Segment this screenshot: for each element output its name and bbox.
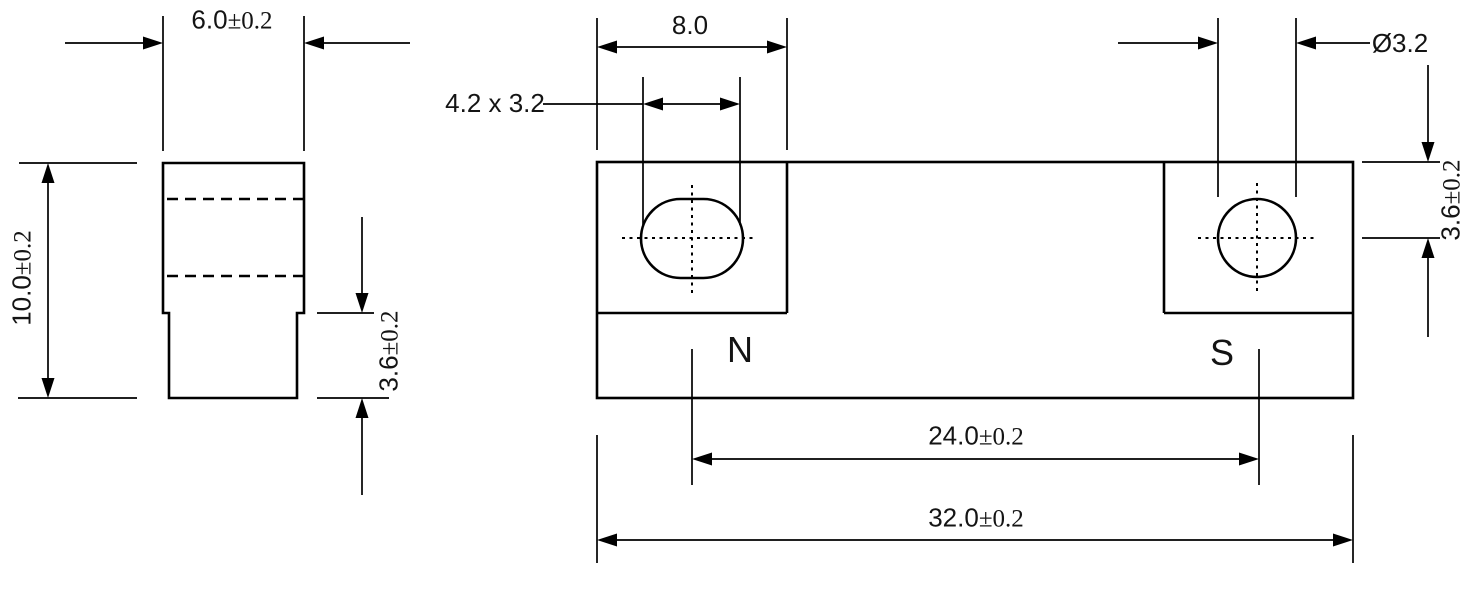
- arrowhead: [41, 163, 55, 183]
- dim-tolerance: ±0.2: [1438, 159, 1466, 205]
- dim-overall-width: [596, 435, 1354, 563]
- dim-value: 3.6: [373, 355, 404, 392]
- left-tab-edges: [597, 162, 789, 315]
- side-view-dimensions: [18, 16, 410, 495]
- dim-value: 4.2 x 3.2: [445, 88, 545, 118]
- front-view: [595, 160, 1355, 400]
- arrowhead: [1421, 238, 1435, 258]
- arrowhead: [143, 36, 163, 50]
- dim-tolerance: ±0.2: [978, 423, 1024, 451]
- dim-tolerance: ±0.2: [376, 310, 404, 356]
- slot-centerlines: [622, 185, 757, 295]
- label-slot-size: 4.2 x 3.2: [445, 90, 545, 116]
- arrowhead: [1239, 452, 1259, 466]
- dim-hole-offset: [1362, 65, 1440, 337]
- label-overall-width: 32.0±0.2: [928, 505, 1024, 532]
- round-hole-centerlines: [1198, 183, 1315, 292]
- arrowhead: [1296, 36, 1316, 50]
- label-side-height: 10.0±0.2: [6, 230, 37, 326]
- dim-side-height: [18, 162, 137, 399]
- dim-value: Ø3.2: [1371, 28, 1429, 58]
- label-pole-pitch: 24.0±0.2: [928, 423, 1024, 450]
- dim-value: 10.0: [6, 275, 37, 326]
- label-hole-offset: 3.6±0.2: [1435, 159, 1466, 241]
- dim-slot: [543, 77, 741, 225]
- side-view-outline: [161, 161, 306, 400]
- dim-hole-diameter: [1118, 18, 1370, 197]
- dim-tolerance: ±0.2: [9, 230, 37, 276]
- arrowhead: [720, 97, 740, 111]
- dim-value: 6.0: [191, 4, 228, 35]
- arrowhead: [767, 40, 787, 54]
- side-view: [161, 161, 306, 400]
- dim-tolerance: ±0.2: [978, 505, 1024, 533]
- label-side-width: 6.0±0.2: [191, 7, 272, 34]
- arrowhead: [41, 378, 55, 398]
- label-tab-width: 8.0: [672, 12, 708, 38]
- arrowhead: [1421, 142, 1435, 162]
- arrowhead: [597, 533, 617, 547]
- dim-tab-width: [596, 18, 788, 150]
- dim-side-width: [65, 16, 410, 151]
- arrowhead: [1333, 533, 1353, 547]
- dim-pole-pitch: [692, 452, 1259, 466]
- label-side-step: 3.6±0.2: [373, 310, 404, 392]
- arrowhead: [1198, 36, 1218, 50]
- arrowhead: [692, 452, 712, 466]
- front-view-dimensions: [543, 18, 1440, 563]
- dim-value: 32.0: [928, 502, 979, 533]
- dim-value: 3.6: [1435, 204, 1466, 241]
- dim-side-step: [317, 217, 389, 495]
- front-view-outline: [595, 160, 1355, 400]
- label-pole-south: S: [1209, 332, 1235, 373]
- label-pole-north: N: [727, 329, 753, 370]
- arrowhead: [355, 293, 369, 313]
- arrowhead: [597, 40, 617, 54]
- arrowhead: [355, 398, 369, 418]
- dim-tolerance: ±0.2: [227, 7, 273, 35]
- right-tab-edges: [1162, 162, 1353, 315]
- dim-value: 8.0: [671, 10, 709, 40]
- dim-value: 24.0: [928, 420, 979, 451]
- arrowhead: [304, 36, 324, 50]
- label-hole-diameter: Ø3.2: [1372, 30, 1428, 56]
- arrowhead: [643, 97, 663, 111]
